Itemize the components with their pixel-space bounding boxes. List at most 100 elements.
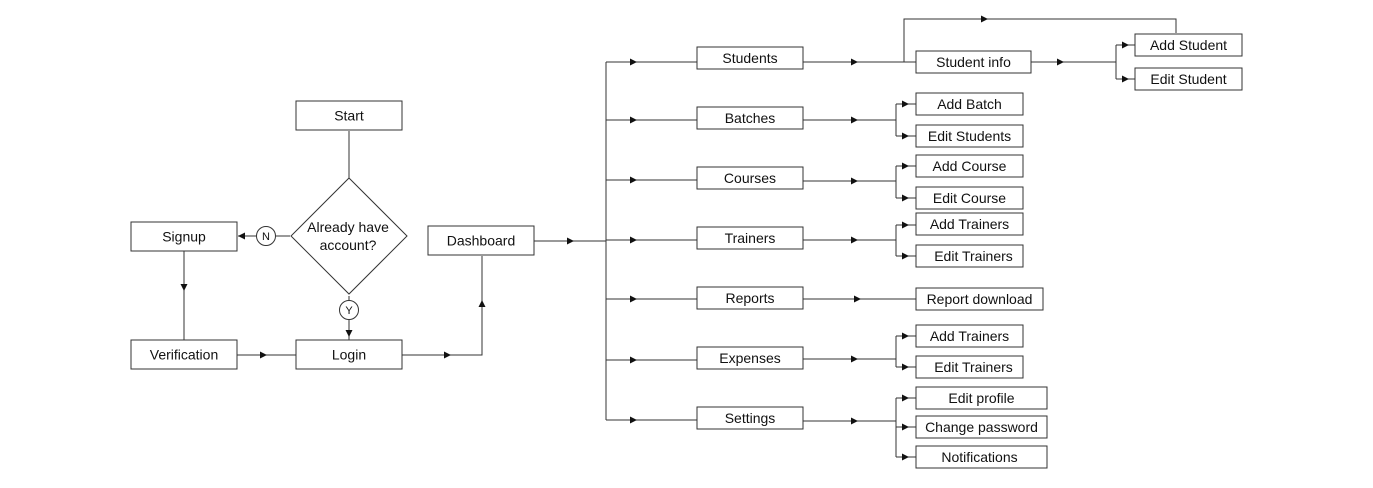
arrow-dashboard-bus: [567, 237, 574, 245]
arrow-to-edit-students: [902, 132, 909, 140]
node-verification-label: Verification: [150, 347, 218, 363]
node-edit-trainers[interactable]: Edit Trainers: [915, 244, 1024, 268]
node-expenses-edit-trainers[interactable]: Edit Trainers: [915, 355, 1024, 379]
node-login-label: Login: [332, 347, 366, 363]
node-notifications-label: Notifications: [941, 449, 1017, 465]
node-dashboard-label: Dashboard: [447, 233, 516, 249]
node-expenses-add-trainers[interactable]: Add Trainers: [915, 324, 1024, 348]
node-edit-profile[interactable]: Edit profile: [915, 386, 1048, 410]
arrow-to-change-password: [902, 423, 909, 431]
node-settings-label: Settings: [725, 410, 776, 426]
arrow-bus-reports: [630, 295, 637, 303]
node-expenses-add-trainers-label: Add Trainers: [930, 328, 1009, 344]
arrow-login-h: [444, 351, 451, 359]
arrow-to-add-trainers: [902, 221, 909, 229]
arrow-settings-out: [851, 417, 858, 425]
node-batches[interactable]: Batches: [696, 106, 804, 130]
node-students-label: Students: [722, 50, 777, 66]
node-edit-students[interactable]: Edit Students: [915, 124, 1024, 148]
node-student-info-label: Student info: [936, 54, 1011, 70]
node-reports-label: Reports: [725, 290, 774, 306]
edge-label-no-text: N: [262, 231, 270, 243]
node-change-password[interactable]: Change password: [915, 415, 1048, 439]
node-decision-line1: Already have: [307, 219, 389, 235]
node-edit-student-label: Edit Student: [1150, 71, 1226, 87]
node-start-label: Start: [334, 108, 364, 124]
node-add-student-label: Add Student: [1150, 37, 1227, 53]
arrow-signup-verification: [180, 284, 188, 291]
nodes: Start Already have account? N Y Signup V…: [130, 33, 1243, 469]
node-add-batch-label: Add Batch: [937, 96, 1002, 112]
edge-label-no: N: [256, 226, 276, 246]
node-start[interactable]: Start: [295, 100, 403, 131]
node-report-download[interactable]: Report download: [915, 287, 1044, 311]
node-signup-label: Signup: [162, 229, 206, 245]
node-report-download-label: Report download: [927, 291, 1033, 307]
arrow-courses-out: [851, 177, 858, 185]
arrow-bus-trainers: [630, 236, 637, 244]
node-settings[interactable]: Settings: [696, 406, 804, 430]
node-reports[interactable]: Reports: [696, 286, 804, 310]
node-expenses-label: Expenses: [719, 350, 780, 366]
edge-students-loop: [903, 18, 1177, 62]
arrow-reports-out: [854, 295, 861, 303]
arrow-login-up: [478, 300, 486, 307]
node-signup[interactable]: Signup: [130, 221, 238, 252]
arrow-bus-courses: [630, 176, 637, 184]
node-expenses[interactable]: Expenses: [696, 346, 804, 370]
arrow-batches-out: [851, 116, 858, 124]
arrow-to-edit-trainers: [902, 252, 909, 260]
node-edit-profile-label: Edit profile: [948, 390, 1014, 406]
node-add-batch[interactable]: Add Batch: [915, 92, 1024, 116]
node-courses[interactable]: Courses: [696, 166, 804, 190]
node-edit-trainers-label: Edit Trainers: [934, 248, 1013, 264]
arrow-expenses-out: [851, 355, 858, 363]
arrow-to-edit-course: [902, 194, 909, 202]
node-students[interactable]: Students: [696, 46, 804, 70]
node-decision-line2: account?: [320, 237, 377, 253]
node-verification[interactable]: Verification: [130, 339, 238, 370]
edges: [180, 15, 1177, 461]
node-edit-course[interactable]: Edit Course: [915, 186, 1024, 210]
arrow-to-add-batch: [902, 100, 909, 108]
arrow-to-expenses-add: [902, 332, 909, 340]
node-login[interactable]: Login: [295, 339, 403, 370]
arrow-bus-students: [630, 58, 637, 66]
arrow-bus-settings: [630, 416, 637, 424]
edge-label-yes-text: Y: [345, 305, 353, 317]
arrow-to-login: [345, 330, 353, 337]
node-student-info[interactable]: Student info: [915, 50, 1032, 74]
arrow-info-bus: [1057, 58, 1064, 66]
node-dashboard[interactable]: Dashboard: [427, 225, 535, 256]
arrow-to-add-course: [902, 162, 909, 170]
arrow-bus-expenses: [630, 356, 637, 364]
node-trainers[interactable]: Trainers: [696, 226, 804, 250]
edge-label-yes: Y: [339, 300, 359, 320]
node-add-trainers[interactable]: Add Trainers: [915, 212, 1024, 236]
node-add-student[interactable]: Add Student: [1134, 33, 1243, 57]
node-expenses-edit-trainers-label: Edit Trainers: [934, 359, 1013, 375]
node-change-password-label: Change password: [925, 419, 1038, 435]
arrow-verification-login: [260, 351, 267, 359]
node-trainers-label: Trainers: [725, 230, 776, 246]
arrow-students-info: [851, 58, 858, 66]
arrow-to-add-student: [1122, 41, 1129, 49]
node-notifications[interactable]: Notifications: [915, 445, 1048, 469]
arrow-students-loop: [981, 15, 988, 23]
arrow-to-notifications: [902, 453, 909, 461]
arrow-to-signup: [238, 232, 245, 240]
arrow-to-edit-student: [1122, 75, 1129, 83]
node-add-course[interactable]: Add Course: [915, 154, 1024, 178]
node-edit-student[interactable]: Edit Student: [1134, 67, 1243, 91]
node-add-course-label: Add Course: [933, 158, 1007, 174]
arrow-to-edit-profile: [902, 394, 909, 402]
arrow-to-expenses-edit: [902, 363, 909, 371]
node-edit-course-label: Edit Course: [933, 190, 1006, 206]
node-add-trainers-label: Add Trainers: [930, 216, 1009, 232]
node-decision[interactable]: Already have account?: [290, 177, 408, 295]
node-batches-label: Batches: [725, 110, 776, 126]
edge-login-dashboard: [402, 256, 483, 356]
node-edit-students-label: Edit Students: [928, 128, 1011, 144]
arrow-trainers-out: [851, 236, 858, 244]
